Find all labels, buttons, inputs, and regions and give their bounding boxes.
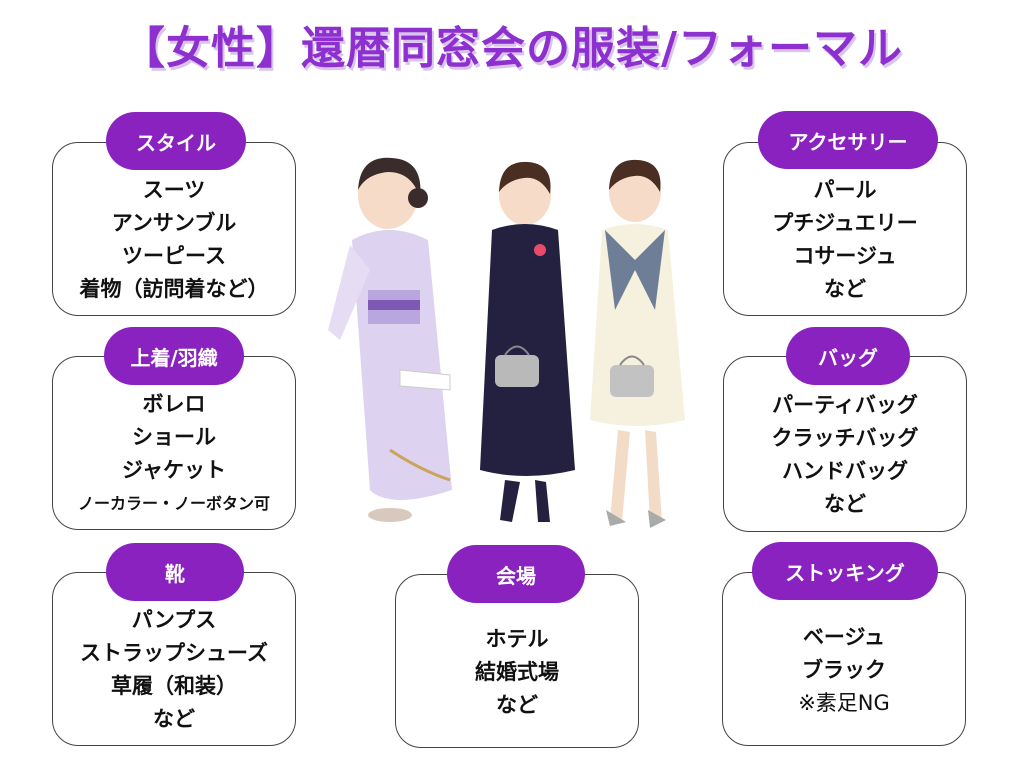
list-item: パーティバッグ	[772, 393, 918, 417]
list-item: アンサンブル	[111, 211, 237, 235]
navy-dress-woman	[480, 161, 575, 522]
list-item: ツーピース	[122, 244, 226, 268]
list-item: など	[496, 692, 538, 717]
outerwear-box: ボレロ ショール ジャケット ノーカラー・ノーボタン可	[52, 356, 296, 530]
style-label: スタイル	[106, 112, 246, 170]
list-item: コサージュ	[793, 244, 897, 268]
bag-label: バッグ	[786, 327, 910, 385]
shoes-box: パンプス ストラップシューズ 草履（和装） など	[52, 572, 296, 746]
white-dress-woman	[590, 159, 685, 528]
list-item: など	[824, 492, 866, 516]
venue-box: ホテル 結婚式場 など	[395, 574, 639, 748]
list-item: ブラック	[802, 657, 886, 682]
list-item: 着物（訪問着など）	[79, 277, 269, 301]
list-item: ジャケット	[122, 458, 226, 482]
list-item: ホテル	[485, 626, 549, 651]
list-item: ショール	[132, 425, 216, 449]
list-item: パール	[813, 178, 877, 202]
stockings-box: ベージュ ブラック ※素足NG	[722, 572, 966, 746]
outerwear-label: 上着/羽織	[104, 327, 244, 385]
list-item: ストラップシューズ	[80, 641, 268, 665]
venue-label: 会場	[447, 545, 585, 603]
list-item: ボレロ	[142, 392, 206, 416]
page-title: 【女性】還暦同窓会の服装/フォーマル	[120, 23, 904, 74]
list-item: スーツ	[142, 178, 206, 202]
list-item: ベージュ	[802, 624, 886, 649]
bag-box: パーティバッグ クラッチバッグ ハンドバッグ など	[723, 356, 967, 532]
list-item: クラッチバッグ	[771, 426, 919, 450]
women-illustration	[328, 157, 685, 528]
shoes-label: 靴	[106, 543, 244, 601]
style-box: スーツ アンサンブル ツーピース 着物（訪問着など）	[52, 142, 296, 316]
kimono-woman	[328, 157, 452, 522]
list-item: 草履（和装）	[111, 674, 237, 698]
accessories-box: パール プチジュエリー コサージュ など	[723, 142, 967, 316]
list-item: ノーカラー・ノーボタン可	[77, 494, 270, 513]
list-item: パンプス	[131, 608, 217, 632]
stockings-label: ストッキング	[752, 542, 938, 600]
list-item: ※素足NG	[798, 690, 890, 715]
accessories-label: アクセサリー	[758, 111, 938, 169]
list-item: 結婚式場	[475, 659, 559, 684]
list-item: ハンドバッグ	[782, 459, 908, 483]
list-item: など	[153, 707, 195, 731]
list-item: など	[824, 277, 866, 301]
list-item: プチジュエリー	[772, 211, 918, 235]
